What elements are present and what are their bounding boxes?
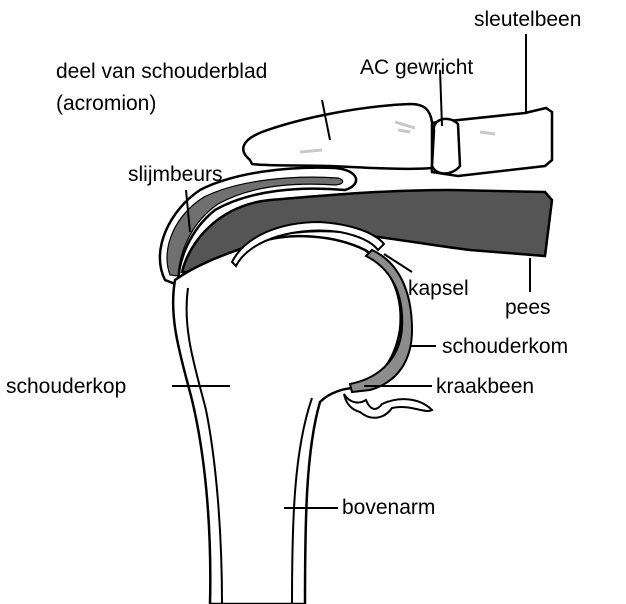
label-kapsel: kapsel (408, 277, 469, 301)
label-schouderkop: schouderkop (6, 375, 126, 399)
label-kraakbeen: kraakbeen (436, 375, 534, 399)
label-acromion-line2: (acromion) (56, 92, 156, 116)
ac-joint (432, 119, 460, 174)
label-slijmbeurs: slijmbeurs (128, 163, 223, 187)
label-sleutelbeen: sleutelbeen (474, 8, 581, 32)
label-ac-gewricht: AC gewricht (360, 56, 473, 80)
label-pees: pees (505, 296, 551, 320)
label-bovenarm: bovenarm (342, 496, 435, 520)
glenoid-rim (344, 394, 432, 418)
acromion-bone (243, 104, 432, 169)
label-acromion-line1: deel van schouderblad (56, 60, 267, 84)
label-schouderkom: schouderkom (442, 335, 568, 359)
